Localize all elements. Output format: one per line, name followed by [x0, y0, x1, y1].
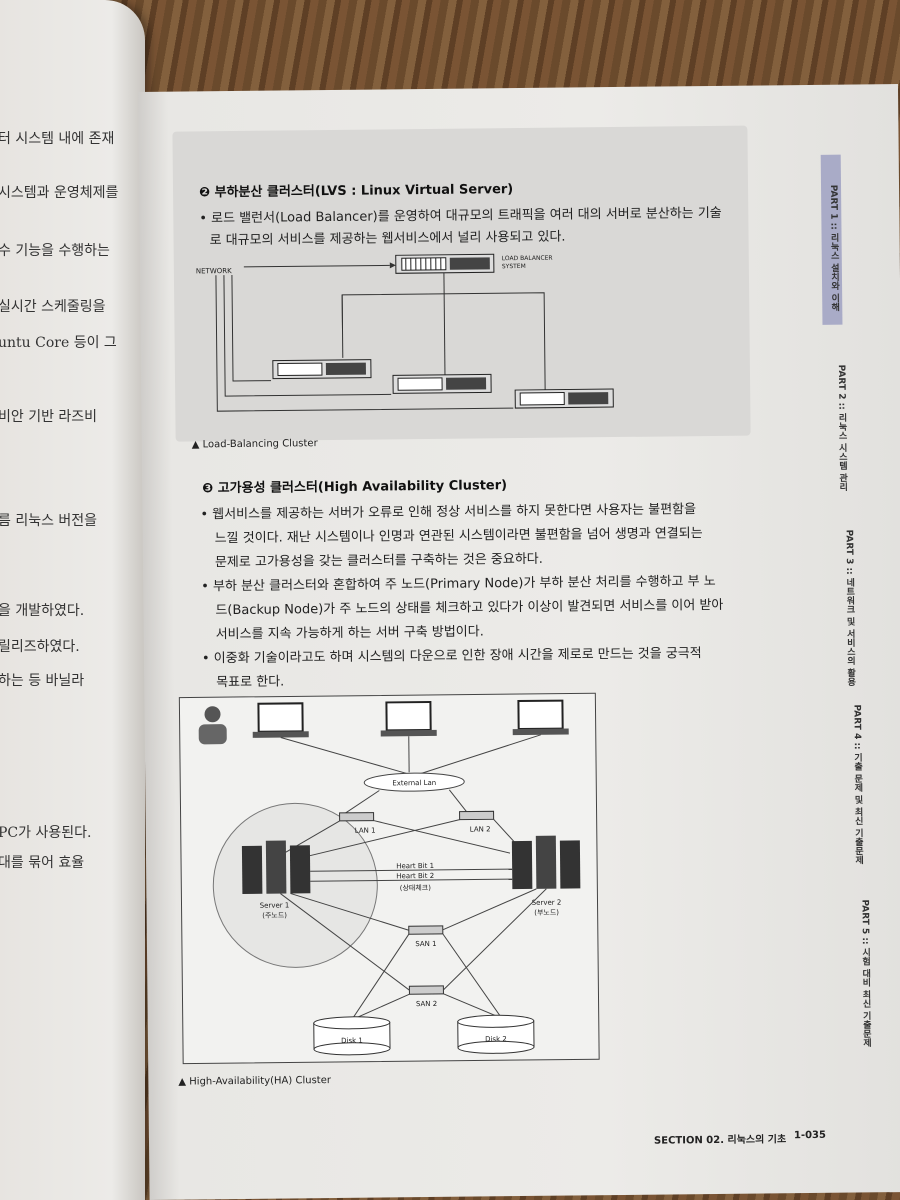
side-tab-part5: PART 5 :: 시험 대비 최신 기출문제	[859, 899, 872, 1048]
left-page-line: 릴리즈하였다.	[0, 639, 80, 655]
heartbit2-label: Heart Bit 2	[396, 872, 434, 880]
side-tab-part1: PART 1 :: 리눅스 설치와 이해	[828, 184, 840, 312]
ha-bullet: 드(Backup Node)가 주 노드의 상태를 체크하고 있다가 이상이 발…	[215, 597, 724, 619]
san2-label: SAN 2	[416, 1000, 437, 1008]
ha-bullet: 문제로 고가용성을 갖는 클러스터를 구축하는 것은 중요하다.	[214, 551, 543, 571]
user-icon	[198, 706, 227, 745]
left-page-line: 을 개발하였다.	[0, 603, 85, 619]
left-page-line: 시스템과 운영체제를	[0, 185, 119, 201]
side-tab-part4: PART 4 :: 기출 문제 및 최신 기출문제	[851, 704, 864, 865]
ha-bullet: 느낄 것이다. 재난 시스템이나 인명과 연관된 시스템이라면 불편함을 넘어 …	[214, 526, 703, 547]
side-tab-part3: PART 3 :: 네트워크 및 서비스의 활용	[843, 529, 856, 687]
lan2-label: LAN 2	[470, 825, 491, 833]
left-page: 터 시스템 내에 존재 시스템과 운영체제를 수 기능을 수행하는 실시간 스케…	[0, 0, 145, 1200]
heartbit-note: (상태체크)	[400, 883, 432, 892]
server1-role: (주노드)	[262, 911, 287, 919]
left-page-line: 실시간 스케줄링을	[0, 299, 106, 315]
disk1-label: Disk 1	[341, 1037, 363, 1045]
switch-icon	[459, 810, 495, 821]
ha-caption: ▲ High-Availability(HA) Cluster	[178, 1075, 332, 1088]
lvs-caption: ▲ Load-Balancing Cluster	[191, 438, 318, 451]
san-switch-icon	[408, 925, 444, 935]
left-page-line: 터 시스템 내에 존재	[0, 131, 115, 147]
server1-label: Server 1	[260, 901, 290, 909]
left-page-line: 비안 기반 라즈비	[0, 409, 98, 425]
switch-icon	[339, 812, 375, 822]
heartbit1-label: Heart Bit 1	[396, 862, 434, 870]
external-lan-label: External Lan	[392, 779, 436, 787]
laptop-icon	[512, 699, 569, 736]
left-page-line: 름 리눅스 버전을	[0, 513, 98, 529]
load-balancing-diagram: NETWORK LOAD BALANCER SYSTEM	[196, 253, 614, 412]
server-vents	[401, 257, 490, 271]
disk-icon	[313, 1016, 391, 1056]
left-page-line: 수 기능을 수행하는	[0, 243, 110, 259]
lb-label-2: SYSTEM	[502, 263, 526, 270]
server2-label: Server 2	[532, 899, 562, 907]
san-switch-icon	[408, 985, 444, 995]
footer-section: SECTION 02. 리눅스의 기초	[653, 1134, 787, 1147]
right-page: ❷ 부하분산 클러스터(LVS : Linux Virtual Server) …	[138, 84, 900, 1200]
left-page-line: untu Core 등이 그	[0, 335, 117, 351]
server2-role: (부노드)	[534, 909, 559, 917]
left-page-line: 대를 묶어 효율	[0, 855, 85, 871]
server-rack-icon	[511, 835, 581, 890]
ha-bullet: 목표로 한다.	[216, 674, 285, 691]
disk2-label: Disk 2	[485, 1035, 507, 1043]
left-page-line: PC가 사용된다.	[0, 825, 92, 841]
laptop-icon	[380, 700, 437, 737]
side-tab-part2: PART 2 :: 리눅스 시스템 관리	[835, 364, 848, 492]
san1-label: SAN 1	[415, 940, 436, 948]
server-rack-icon	[241, 840, 311, 894]
ha-bullet: • 부하 분산 클러스터와 혼합하여 주 노드(Primary Node)가 부…	[201, 573, 716, 595]
ha-cluster-diagram: External Lan LAN 1 LAN 2 Heart Bit 1 Hea…	[178, 692, 600, 1065]
network-label: NETWORK	[196, 267, 232, 275]
ha-heading: ❸ 고가용성 클러스터(High Availability Cluster)	[202, 478, 508, 497]
lvs-bullet-cont: 로 대규모의 서비스를 제공하는 웹서비스에서 널리 사용되고 있다.	[209, 229, 566, 249]
laptop-icon	[252, 702, 309, 738]
left-page-line: 하는 등 바닐라	[0, 673, 85, 689]
ha-bullet: • 웹서비스를 제공하는 서버가 오류로 인해 정상 서비스를 하지 못한다면 …	[200, 502, 697, 523]
lan1-label: LAN 1	[355, 827, 376, 835]
ha-bullet: • 이중화 기술이라고도 하며 시스템의 다운으로 인한 장애 시간을 제로로 …	[201, 646, 702, 667]
lvs-heading: ❷ 부하분산 클러스터(LVS : Linux Virtual Server)	[198, 182, 514, 201]
ha-bullet: 서비스를 지속 가능하게 하는 서버 구축 방법이다.	[215, 624, 484, 643]
disk-icon	[457, 1014, 535, 1054]
footer-page-number: 1-035	[793, 1129, 827, 1142]
lb-label-1: LOAD BALANCER	[502, 255, 553, 263]
